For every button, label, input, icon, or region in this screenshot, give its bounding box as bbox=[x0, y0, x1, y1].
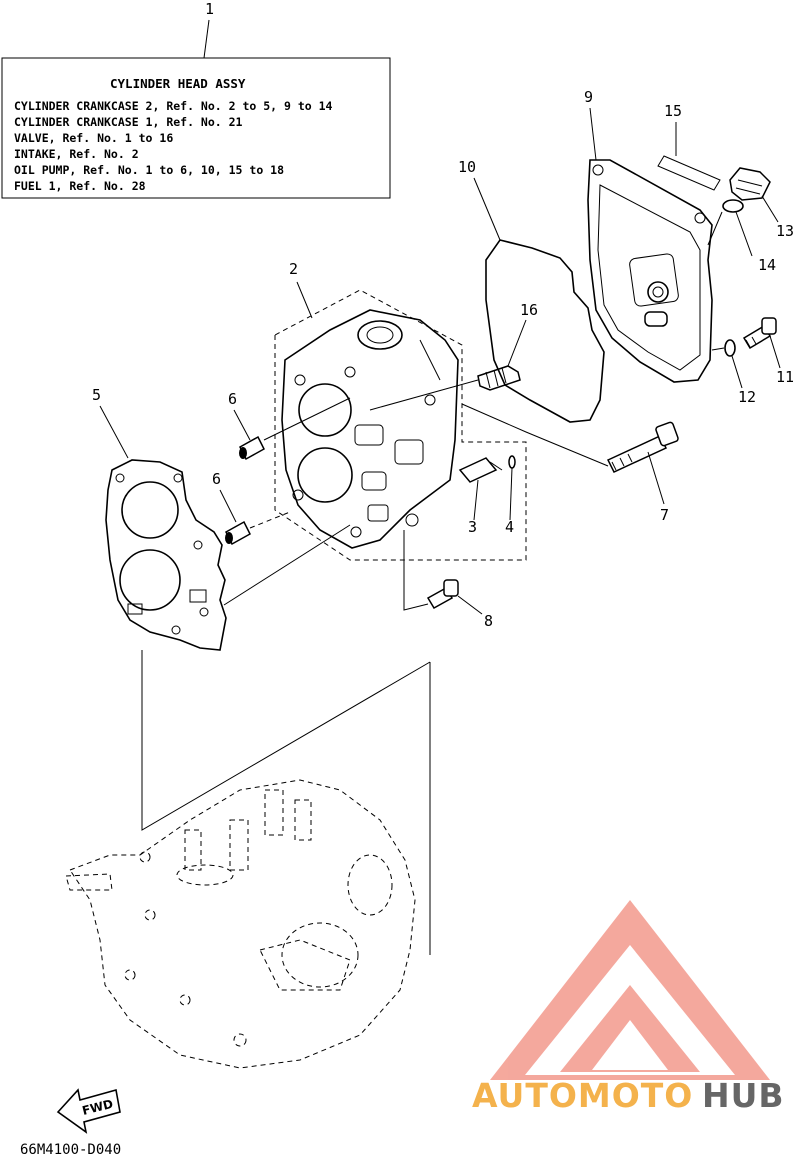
watermark-text-secondary: HUB bbox=[702, 1076, 785, 1115]
plug-part-3 bbox=[458, 457, 503, 483]
callout-1: 1 bbox=[205, 0, 214, 18]
bolt-part-11 bbox=[742, 317, 777, 350]
crankcase-block bbox=[65, 779, 416, 1069]
callout-7: 7 bbox=[647, 451, 669, 524]
svg-text:12: 12 bbox=[738, 388, 756, 406]
svg-text:16: 16 bbox=[520, 301, 538, 319]
svg-text:11: 11 bbox=[776, 368, 794, 386]
callout-16: 16 bbox=[507, 301, 538, 367]
watermark-text-primary: AUTOMOTO bbox=[472, 1076, 693, 1115]
assembly-box-line-2: CYLINDER CRANKCASE 1, Ref. No. 21 bbox=[14, 115, 243, 129]
svg-text:4: 4 bbox=[505, 518, 514, 536]
assembly-box: 1 CYLINDER HEAD ASSY CYLINDER CRANKCASE … bbox=[1, 0, 391, 199]
svg-text:8: 8 bbox=[484, 612, 493, 630]
callout-6-upper: 6 bbox=[228, 390, 251, 441]
assembly-box-line-5: OIL PUMP, Ref. No. 1 to 6, 10, 15 to 18 bbox=[14, 163, 284, 177]
fwd-arrow-icon: FWD bbox=[56, 1088, 121, 1134]
washer-part-4 bbox=[508, 455, 516, 469]
callout-10: 10 bbox=[458, 158, 501, 241]
spark-plug-16 bbox=[369, 365, 521, 411]
oil-filler-cap bbox=[729, 167, 771, 201]
callout-5: 5 bbox=[92, 386, 129, 459]
cover-gasket bbox=[485, 239, 605, 423]
svg-text:9: 9 bbox=[584, 88, 593, 106]
assembly-box-line-1: CYLINDER CRANKCASE 2, Ref. No. 2 to 5, 9… bbox=[14, 99, 333, 113]
bolt-part-7 bbox=[461, 403, 679, 473]
callout-13: 13 bbox=[761, 195, 794, 240]
callout-11: 11 bbox=[769, 335, 794, 386]
callout-9: 9 bbox=[584, 88, 597, 161]
svg-text:6: 6 bbox=[228, 390, 237, 408]
assembly-box-title: CYLINDER HEAD ASSY bbox=[110, 76, 246, 91]
assembly-box-line-3: VALVE, Ref. No. 1 to 16 bbox=[14, 131, 173, 145]
callout-14: 14 bbox=[735, 211, 776, 274]
o-ring-part-14 bbox=[722, 199, 744, 213]
cylinder-head bbox=[274, 289, 527, 561]
svg-text:14: 14 bbox=[758, 256, 776, 274]
dowel-pin-upper bbox=[239, 435, 265, 461]
callout-6-lower: 6 bbox=[212, 470, 237, 523]
svg-text:6: 6 bbox=[212, 470, 221, 488]
washer-part-12 bbox=[724, 339, 736, 357]
assembly-box-line-4: INTAKE, Ref. No. 2 bbox=[14, 147, 139, 161]
svg-text:15: 15 bbox=[664, 102, 682, 120]
callout-3: 3 bbox=[468, 479, 479, 536]
callout-2: 2 bbox=[289, 260, 313, 319]
callout-15: 15 bbox=[664, 102, 682, 120]
head-gasket bbox=[105, 459, 227, 651]
callout-4: 4 bbox=[505, 467, 514, 536]
svg-text:2: 2 bbox=[289, 260, 298, 278]
callout-12: 12 bbox=[731, 355, 756, 406]
svg-text:10: 10 bbox=[458, 158, 476, 176]
svg-text:7: 7 bbox=[660, 506, 669, 524]
callout-8: 8 bbox=[457, 595, 493, 630]
assembly-box-line-6: FUEL 1, Ref. No. 28 bbox=[14, 179, 146, 193]
watermark-logo-icon bbox=[490, 900, 770, 1080]
bolt-part-8 bbox=[403, 530, 459, 611]
svg-text:5: 5 bbox=[92, 386, 101, 404]
head-cover bbox=[587, 159, 713, 383]
svg-text:3: 3 bbox=[468, 518, 477, 536]
dowel-pin-lower bbox=[225, 520, 251, 546]
label-part-15 bbox=[657, 122, 721, 191]
diagram-code: 66M4100-D040 bbox=[20, 1142, 121, 1157]
svg-text:13: 13 bbox=[776, 222, 794, 240]
